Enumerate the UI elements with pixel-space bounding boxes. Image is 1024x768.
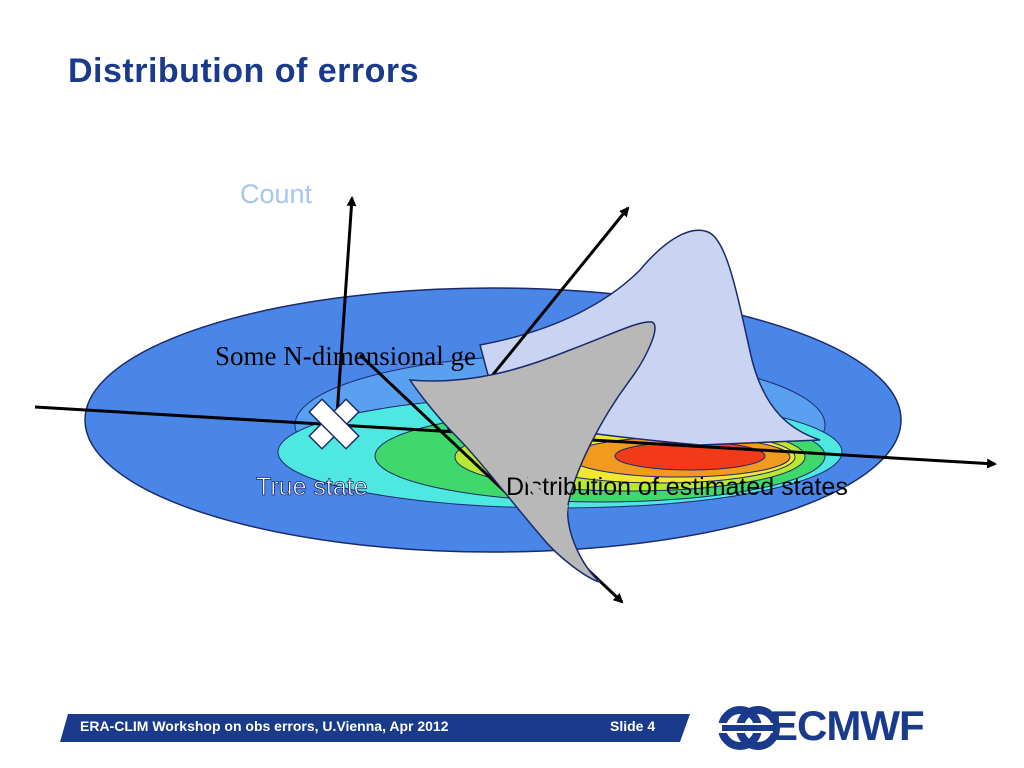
footer-workshop-text: ERA-CLIM Workshop on obs errors, U.Vienn… (80, 718, 449, 734)
footer-slide-number: Slide 4 (610, 718, 656, 734)
estimated-states-label: Distribution of estimated states (506, 473, 848, 501)
ecmwf-logo-icon (718, 706, 780, 750)
true-state-marker-icon (308, 398, 360, 450)
distribution-surface-grey-overlap (520, 470, 570, 548)
count-axis (334, 196, 357, 431)
count-axis-label: Count (240, 179, 313, 209)
ecmwf-logo-text: ECMWF (770, 702, 925, 749)
true-state-label: True state (256, 473, 368, 501)
slide-title: Distribution of errors (68, 52, 420, 90)
space-label: Some N-dimensional ge (215, 341, 476, 371)
distribution-surface-grey (408, 321, 656, 583)
footer-bar (60, 714, 690, 742)
